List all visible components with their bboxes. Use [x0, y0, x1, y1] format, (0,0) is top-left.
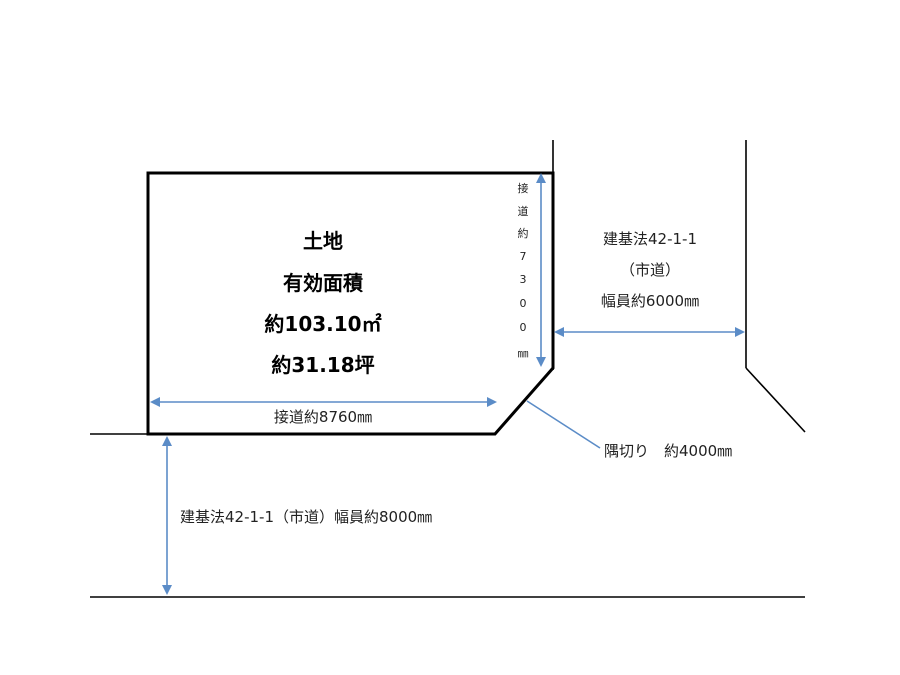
lot-title: 土地	[303, 229, 343, 253]
frontage-vertical-char: 0	[520, 321, 527, 334]
lot-outline	[146, 171, 555, 436]
south-road-label: 建基法42-1-1（市道）幅員約8000㎜	[180, 508, 432, 526]
frontage-vertical-label: 接 道 約 7 3 0 0 ㎜	[518, 182, 529, 360]
east-road-width-arrow-right	[735, 327, 745, 337]
east-road-law-label: 建基法42-1-1	[603, 230, 697, 248]
frontage-vertical-char: 0	[520, 297, 527, 310]
frontage-vertical-char: 7	[520, 250, 527, 263]
frontage-vertical-char: 道	[518, 204, 529, 218]
frontage-vertical-char: 約	[518, 226, 529, 240]
frontage-horizontal-arrow-left	[150, 397, 160, 407]
east-road-width-arrow-left	[554, 327, 564, 337]
corner-cut-label: 隅切り 約4000㎜	[604, 442, 732, 460]
frontage-vertical-char: ㎜	[518, 347, 529, 360]
frontage-vertical-arrow-top	[536, 173, 546, 183]
east-road-width-label: 幅員約6000㎜	[601, 292, 699, 310]
lot-area-sqm: 約103.10㎡	[264, 312, 381, 336]
lot-area-label: 有効面積	[283, 271, 364, 295]
corner-cut-leader	[526, 400, 601, 449]
lot-area-tsubo: 約31.18坪	[271, 353, 374, 377]
frontage-horizontal-arrow-right	[487, 397, 497, 407]
frontage-vertical-arrow-bottom	[536, 357, 546, 367]
south-road-width-arrow-bottom	[162, 585, 172, 595]
east-road-type-label: （市道）	[620, 261, 680, 279]
east-road-east-edge-splay	[745, 367, 806, 433]
frontage-horizontal-label: 接道約8760㎜	[274, 408, 372, 426]
frontage-vertical-char: 3	[520, 273, 527, 286]
frontage-vertical-char: 接	[518, 182, 529, 195]
south-road-width-arrow-top	[162, 436, 172, 446]
